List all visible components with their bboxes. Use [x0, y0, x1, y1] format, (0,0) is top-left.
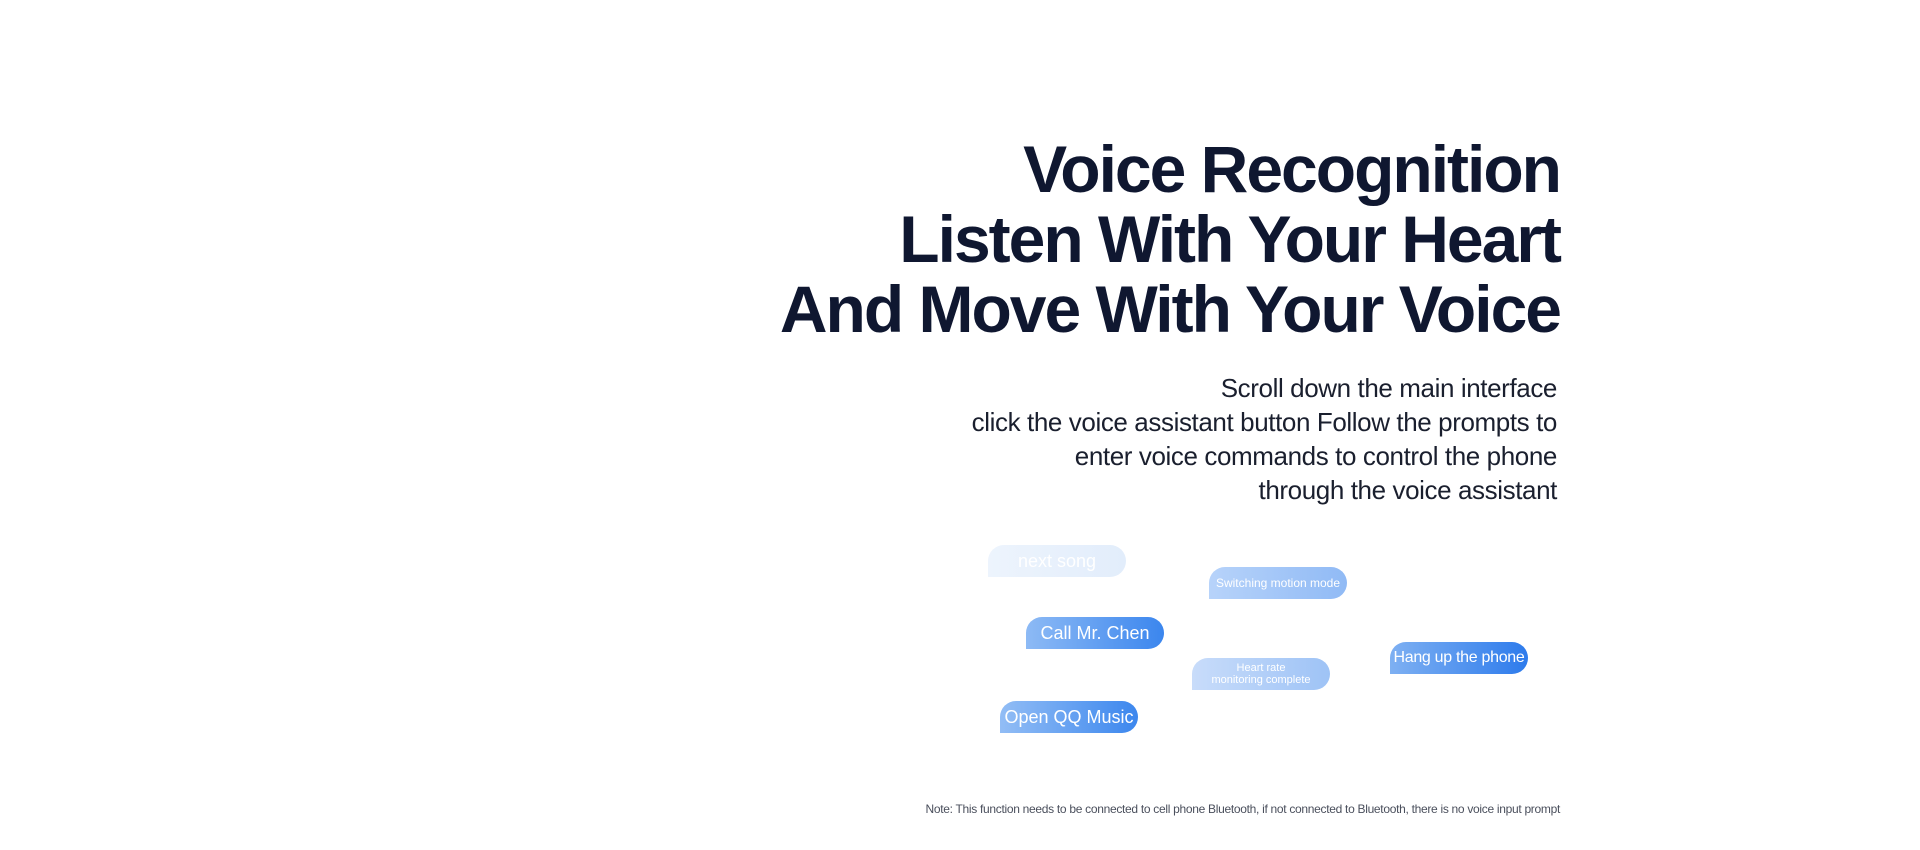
voice-bubble-text: next song — [1017, 550, 1097, 571]
voice-bubble-text: Switching motion mode — [1215, 576, 1341, 590]
voice-bubble-text-line-1: Heart rate — [1236, 662, 1286, 674]
voice-bubble-next-song: next song — [988, 545, 1126, 577]
voice-bubble-text: Open QQ Music — [1004, 706, 1134, 727]
feature-description: Scroll down the main interface click the… — [857, 371, 1558, 507]
description-line-4: through the voice assistant — [1258, 475, 1558, 505]
voice-bubble-text: Call Mr. Chen — [1040, 622, 1150, 643]
voice-bubble-switching-motion-mode: Switching motion mode — [1209, 567, 1347, 599]
voice-bubble-text-line-2: monitoring complete — [1211, 674, 1311, 686]
voice-bubble-call-mr-chen: Call Mr. Chen — [1026, 617, 1164, 649]
headline-line-3: And Move With Your Voice — [779, 272, 1562, 346]
description-line-1: Scroll down the main interface — [1220, 373, 1558, 403]
voice-bubble-hang-up-phone: Hang up the phone — [1390, 642, 1528, 674]
page-headline: Voice Recognition Listen With Your Heart… — [660, 132, 1562, 346]
headline-line-2: Listen With Your Heart — [899, 202, 1562, 276]
headline-line-1: Voice Recognition — [1023, 132, 1562, 206]
bluetooth-note: Note: This function needs to be connecte… — [925, 802, 1561, 816]
voice-bubble-text: Hang up the phone — [1393, 649, 1525, 666]
description-line-2: click the voice assistant button Follow … — [971, 407, 1558, 437]
description-line-3: enter voice commands to control the phon… — [1074, 441, 1558, 471]
voice-bubble-open-qq-music: Open QQ Music — [1000, 701, 1138, 733]
voice-bubble-heart-rate: Heart rate monitoring complete — [1192, 658, 1330, 690]
